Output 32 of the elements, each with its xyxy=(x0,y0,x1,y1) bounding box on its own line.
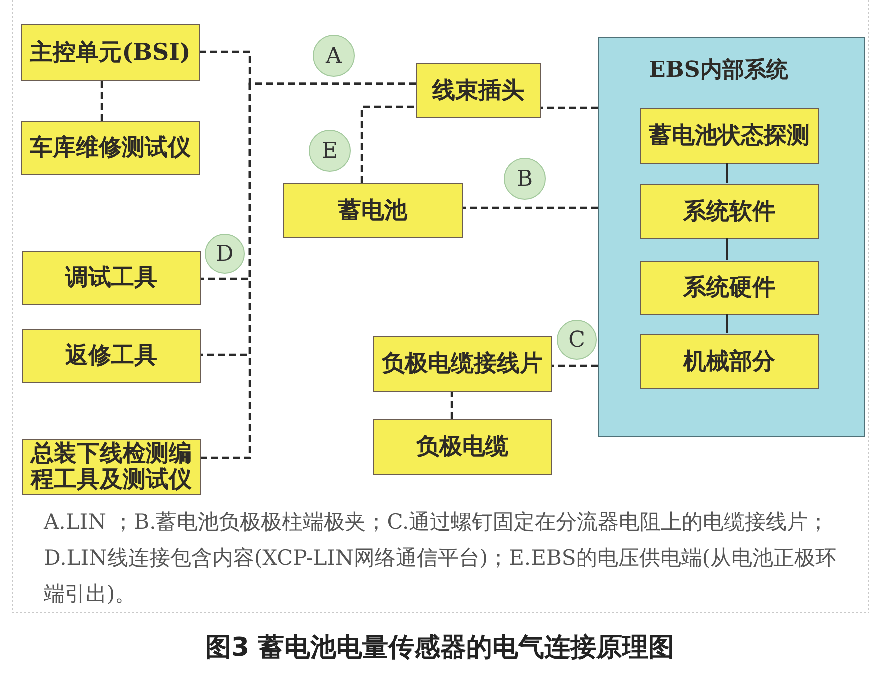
component-box: 主控单元(BSI) xyxy=(21,24,200,81)
system-panel xyxy=(598,37,865,437)
letter-circle: C xyxy=(557,320,597,360)
connector-line xyxy=(726,163,728,183)
panel-title: EBS内部系统 xyxy=(649,57,788,83)
component-box: 返修工具 xyxy=(22,329,201,383)
component-box: 线束插头 xyxy=(416,63,541,118)
connector-line xyxy=(726,238,728,260)
subsystem-box: 系统软件 xyxy=(640,184,819,239)
component-box: 总装下线检测编程工具及测试仪 xyxy=(22,439,201,495)
subsystem-box: 系统硬件 xyxy=(640,261,819,315)
letter-circle: D xyxy=(205,234,245,274)
connector-line xyxy=(552,364,598,368)
figure-caption: 图3 蓄电池电量传感器的电气连接原理图 xyxy=(205,632,675,664)
footnote-text: A.LIN ；B.蓄电池负极极柱端极夹；C.通过螺钉固定在分流器电阻上的电缆接线片；D.LIN线连接包含内容(XCP-LIN网络通信平台)；E.EBS的电压供电端(从电池正极环端引出)。 xyxy=(44,509,838,608)
letter-circle: E xyxy=(309,130,351,172)
connector-line xyxy=(541,106,598,110)
component-box: 调试工具 xyxy=(22,251,201,305)
component-box: 负极电缆 xyxy=(373,419,552,475)
connector-line xyxy=(450,392,454,419)
letter-circle: B xyxy=(504,158,546,200)
connector-line xyxy=(726,314,728,333)
subsystem-box: 蓄电池状态探测 xyxy=(640,108,819,164)
connector-line xyxy=(360,106,416,183)
component-box: 蓄电池 xyxy=(283,183,463,238)
connector-line xyxy=(100,81,104,121)
connector-line xyxy=(201,82,416,460)
subsystem-box: 机械部分 xyxy=(640,334,819,389)
component-box: 车库维修测试仪 xyxy=(21,121,200,175)
connector-line xyxy=(463,206,598,210)
letter-circle: A xyxy=(313,35,355,77)
component-box: 负极电缆接线片 xyxy=(373,336,552,392)
